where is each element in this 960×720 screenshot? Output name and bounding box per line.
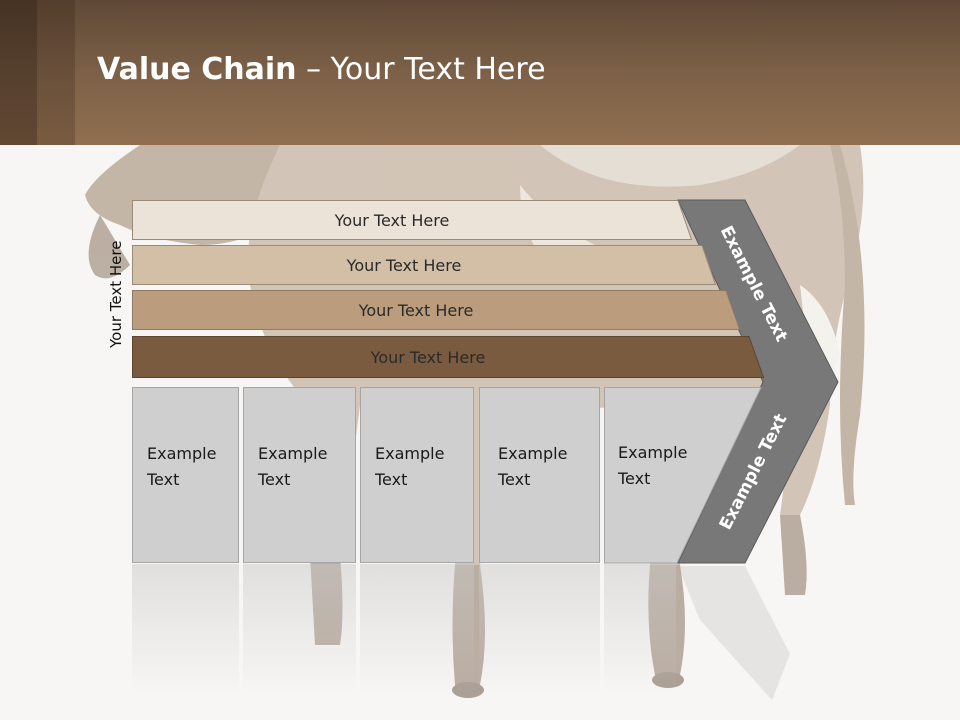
title-bold: Value Chain bbox=[97, 52, 297, 87]
box-5-line2: Text bbox=[618, 469, 651, 488]
bar-4: Your Text Here bbox=[132, 336, 764, 378]
bar-4-label: Your Text Here bbox=[370, 347, 486, 367]
bar-3-fill bbox=[132, 290, 740, 330]
box-1-line2: Text bbox=[147, 470, 180, 489]
bar-2-shape bbox=[132, 245, 716, 285]
header-band: Value Chain – Your Text Here bbox=[0, 0, 960, 145]
bar-2-fill bbox=[132, 245, 716, 285]
chevron-reflection bbox=[678, 566, 790, 700]
bar-3-label: Your Text Here bbox=[358, 300, 474, 320]
box-5-reflection bbox=[604, 564, 676, 694]
box-4-reflection bbox=[479, 564, 600, 694]
box-2-line1: Example bbox=[258, 444, 328, 463]
bar-2-label: Your Text Here bbox=[346, 255, 462, 275]
bar-1-shape bbox=[132, 200, 692, 240]
bar-3: Your Text Here bbox=[132, 290, 740, 330]
bar-1-label: Your Text Here bbox=[334, 210, 450, 230]
box-3-line2: Text bbox=[375, 470, 408, 489]
box-5-line1: Example bbox=[618, 443, 688, 462]
box-1-reflection bbox=[132, 564, 239, 694]
box-4-line1: Example bbox=[498, 444, 568, 463]
box-3-line1: Example bbox=[375, 444, 445, 463]
box-4-line2: Text bbox=[498, 470, 531, 489]
slide-title: Value Chain – Your Text Here bbox=[97, 52, 546, 87]
header-accent-strip-2 bbox=[37, 0, 75, 145]
chevron-shape bbox=[677, 199, 839, 564]
box-2-reflection bbox=[243, 564, 356, 694]
bar-2: Your Text Here bbox=[132, 245, 716, 285]
header-accent-strip bbox=[0, 0, 37, 145]
bar-4-fill bbox=[132, 336, 764, 378]
title-rest: – Your Text Here bbox=[296, 52, 546, 87]
bar-1-fill bbox=[132, 200, 692, 240]
box-5-fill bbox=[604, 387, 762, 564]
box-2-line2: Text bbox=[258, 470, 291, 489]
bar-4-shape bbox=[132, 336, 764, 378]
box-5-shape bbox=[604, 387, 762, 564]
box-3-reflection bbox=[360, 564, 474, 694]
bar-1: Your Text Here bbox=[132, 200, 692, 240]
box-1-line1: Example bbox=[147, 444, 217, 463]
bar-3-shape bbox=[132, 290, 740, 330]
